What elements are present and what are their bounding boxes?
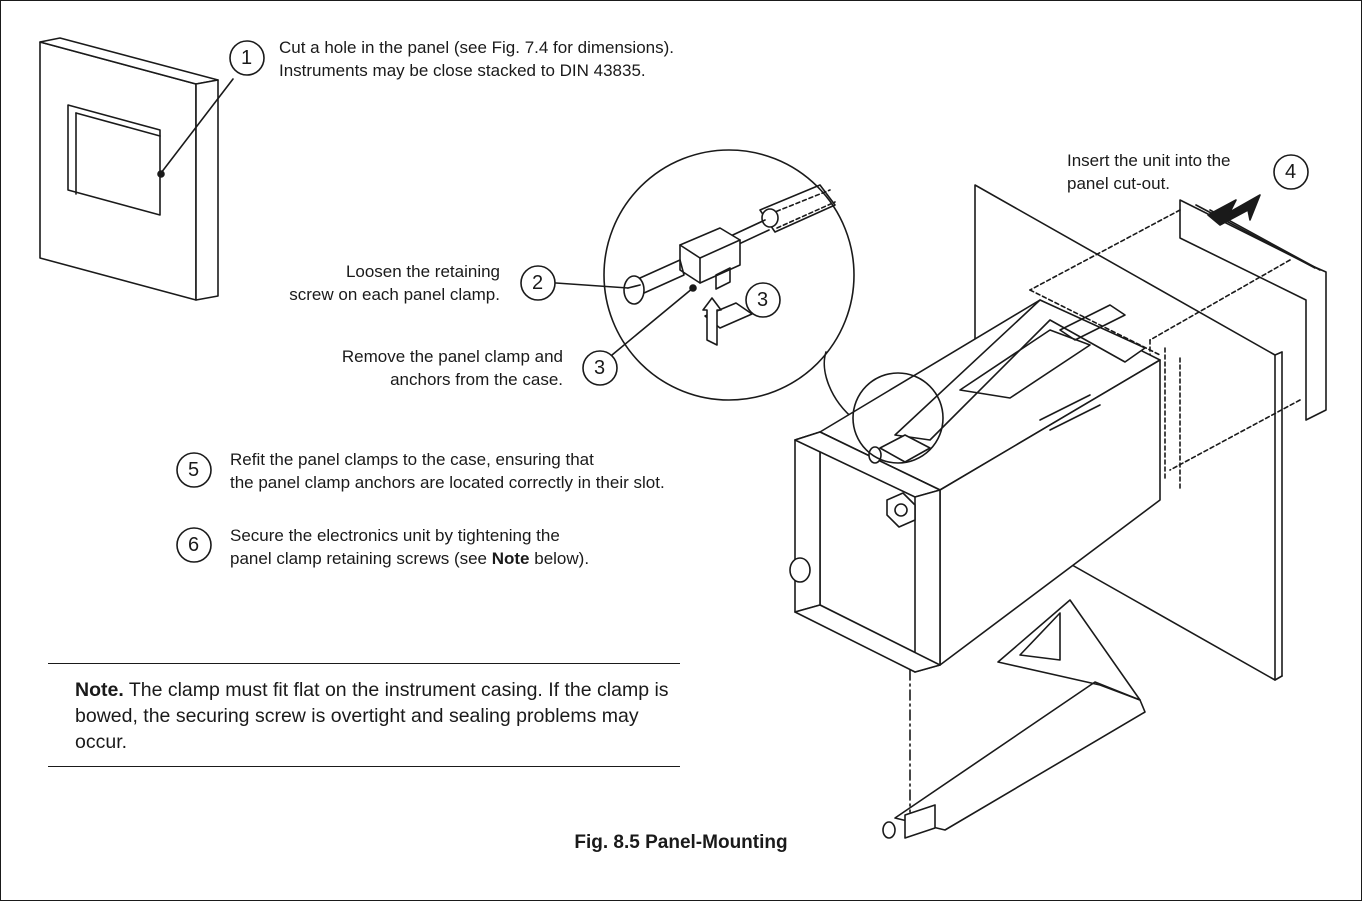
callout-6: 6: [188, 534, 200, 556]
step-4-line-1: Insert the unit into the: [1067, 151, 1231, 170]
callout-4: 4: [1285, 161, 1297, 183]
note-label: Note.: [75, 679, 124, 701]
callout-5: 5: [188, 459, 200, 481]
callouts: [176, 40, 1309, 563]
step-1-line-1: Cut a hole in the panel (see Fig. 7.4 fo…: [279, 38, 674, 57]
step-5-line-2: the panel clamp anchors are located corr…: [230, 473, 665, 492]
figure-caption: Fig. 8.5 Panel-Mounting: [574, 832, 788, 853]
step-6-text: Secure the electronics unit by tightenin…: [230, 524, 589, 570]
instrument-drawing: [789, 184, 1327, 839]
step-6-note-ref: Note: [491, 549, 530, 568]
clamp-detail-drawing: [603, 149, 856, 421]
step-1-line-2: Instruments may be close stacked to DIN …: [279, 61, 646, 80]
callout-1: 1: [241, 47, 253, 69]
step-4-text: Insert the unit into the panel cut-out.: [1067, 149, 1231, 195]
callout-3: 3: [594, 357, 606, 379]
step-6-line-2-prefix: panel clamp retaining screws (see: [230, 549, 492, 568]
callout-3-detail: 3: [757, 289, 769, 311]
step-5-text: Refit the panel clamps to the case, ensu…: [230, 448, 665, 494]
step-1-text: Cut a hole in the panel (see Fig. 7.4 fo…: [279, 36, 674, 82]
step-6-line-1: Secure the electronics unit by tightenin…: [230, 526, 560, 545]
step-2-line-1: Loosen the retaining: [345, 262, 500, 281]
callout-2: 2: [532, 272, 544, 294]
note-text: The clamp must fit flat on the instrumen…: [75, 679, 669, 753]
step-3-line-1: Remove the panel clamp and: [341, 347, 563, 366]
step-3-text: Remove the panel clamp and anchors from …: [342, 345, 563, 391]
step-2-text: Loosen the retaining screw on each panel…: [289, 260, 500, 306]
step-4-line-2: panel cut-out.: [1067, 174, 1171, 193]
step-5-line-1: Refit the panel clamps to the case, ensu…: [230, 450, 594, 469]
step-3-line-2: anchors from the case.: [390, 370, 563, 389]
panel-drawing: [39, 37, 234, 301]
note-top-rule: [48, 663, 680, 664]
step-2-line-2: screw on each panel clamp.: [289, 285, 500, 304]
note-block: Note. The clamp must fit flat on the ins…: [75, 677, 675, 755]
step-6-line-2-suffix: below).: [529, 549, 590, 568]
note-bottom-rule: [48, 766, 680, 767]
step-6-line-2: panel clamp retaining screws (see Note b…: [230, 547, 589, 570]
